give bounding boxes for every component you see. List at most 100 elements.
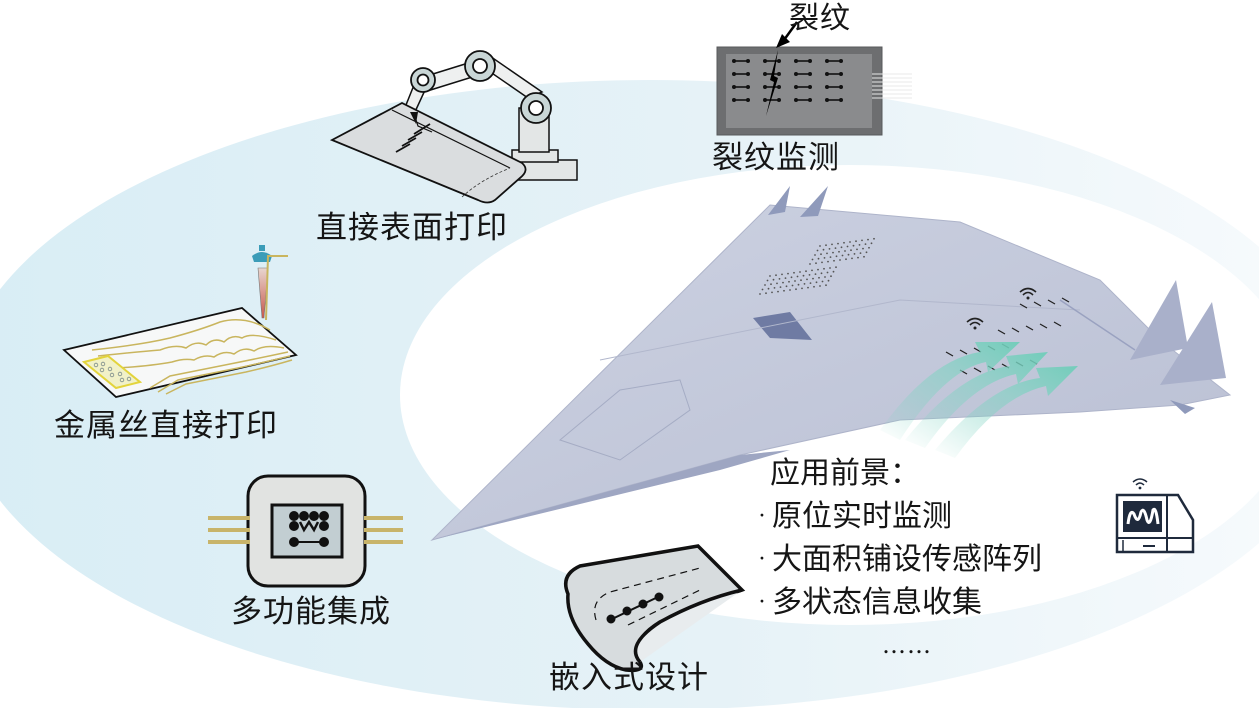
- multifunctional-integration-label: 多功能集成: [231, 594, 391, 630]
- sensor-dot: [830, 275, 832, 278]
- air-intake: [753, 312, 812, 340]
- airflow-arrow: [935, 366, 1078, 458]
- sensor-dot: [806, 278, 808, 281]
- sensor-dot: [775, 274, 777, 277]
- film-dashed-edge: [594, 567, 701, 621]
- panel-line: [1059, 299, 1136, 351]
- sensor-node: [763, 85, 767, 89]
- airflow-arrow: [880, 342, 1020, 440]
- sensor-dot: [766, 279, 769, 282]
- sensor-line: [1033, 301, 1042, 307]
- embedded-film-illustration: [564, 544, 746, 673]
- serpentine-traces: [91, 319, 293, 395]
- bullet-icon: ·: [758, 504, 766, 529]
- sensor-dot: [859, 252, 862, 255]
- sensor-dot: [824, 276, 826, 278]
- sensor-line: [1061, 297, 1070, 303]
- sensor-node: [777, 98, 781, 102]
- panel-line: [599, 299, 1081, 361]
- sensor-line: [945, 351, 954, 357]
- sensor-dot: [852, 244, 855, 247]
- print-nozzle: [410, 112, 418, 124]
- sensor-dot: [819, 245, 821, 247]
- sensor-node: [794, 98, 798, 102]
- sensor-dot: [847, 253, 850, 256]
- application-text: 大面积铺设传感阵列: [772, 542, 1042, 577]
- sensor-node-grid: [732, 59, 843, 102]
- metal-wire-printing-illustration: [62, 245, 298, 398]
- print-nozzle: [257, 267, 269, 319]
- sensor-dot: [802, 274, 805, 277]
- arrow-head: [776, 34, 790, 48]
- sensor-dot: [813, 285, 815, 288]
- sensor-node: [763, 98, 767, 102]
- sensor-dot: [826, 271, 829, 274]
- sensor-dot: [850, 249, 852, 252]
- sensor-dot: [821, 280, 824, 283]
- crack-mark: [766, 50, 778, 116]
- sensor-dot: [811, 269, 813, 272]
- sensor-dot: [844, 250, 846, 252]
- crack-callout-arrow: [782, 21, 799, 41]
- sensor-dot: [778, 278, 781, 280]
- tail-fin: [768, 186, 790, 215]
- ventral-fin: [1170, 400, 1195, 414]
- sensor-dot: [846, 245, 849, 248]
- wifi-icon: [1132, 478, 1148, 490]
- sensor-dot: [807, 286, 809, 289]
- sensor-node: [746, 59, 750, 63]
- sensor-dot: [867, 238, 869, 241]
- sensor-node: [746, 98, 750, 102]
- sensor-dot: [820, 253, 822, 256]
- metal-wire-printing-label: 金属丝直接打印: [54, 408, 278, 444]
- sensor-dot: [831, 243, 833, 246]
- sensor-dot: [770, 283, 772, 286]
- sensor-dot: [835, 266, 837, 269]
- sensor-dot: [873, 237, 875, 240]
- sensor-dot: [849, 241, 851, 243]
- sensor-dot: [868, 246, 870, 249]
- application-item: · 大面积铺设传感阵列: [752, 538, 1043, 581]
- sensor-dot: [801, 287, 803, 290]
- sensor-node: [808, 72, 812, 76]
- sensor-dot: [800, 279, 802, 282]
- rear-fin: [1160, 302, 1226, 385]
- sensor-dot: [864, 243, 867, 246]
- sensor-dot: [843, 241, 845, 244]
- sensor-dot: [861, 239, 863, 242]
- sensor-dot: [829, 256, 832, 258]
- aircraft-underside: [432, 450, 790, 540]
- airflow-arrow: [905, 352, 1048, 448]
- sensor-dot: [771, 291, 773, 294]
- metal-wire-feed: [265, 255, 288, 321]
- sensor-line: [1011, 327, 1020, 333]
- sensor-dot: [823, 257, 826, 259]
- applications-list: 应用前景： · 原位实时监测 · 大面积铺设传感阵列 · 多状态信息收集 ……: [752, 452, 1043, 660]
- sensor-node: [732, 59, 736, 63]
- sensor-dot: [825, 244, 827, 247]
- film-fold: [633, 588, 743, 664]
- waveform-icon: [1126, 507, 1160, 525]
- sensor-dot: [818, 276, 820, 279]
- sensor-node: [825, 59, 829, 63]
- contact-pads: [93, 361, 132, 383]
- contact-pad-region: [81, 354, 143, 390]
- sensor-dot: [853, 253, 856, 255]
- sensor-dot: [856, 248, 858, 251]
- sensor-dot: [779, 286, 782, 288]
- film-dashed-edge: [627, 589, 701, 626]
- sensor-dot: [845, 258, 847, 261]
- sensor-dot: [837, 242, 839, 245]
- bullet-icon: ·: [758, 590, 766, 615]
- sensor-dot: [759, 293, 761, 295]
- sensor-dot: [833, 259, 835, 262]
- sensor-dot: [777, 290, 779, 293]
- sensor-dot: [835, 255, 838, 258]
- sensor-dot: [784, 277, 787, 279]
- sensor-dot: [814, 254, 816, 256]
- sensor-dot: [858, 244, 861, 246]
- sensor-line: [1019, 303, 1028, 309]
- sensor-dot: [796, 275, 799, 278]
- wifi-icon: [966, 317, 984, 330]
